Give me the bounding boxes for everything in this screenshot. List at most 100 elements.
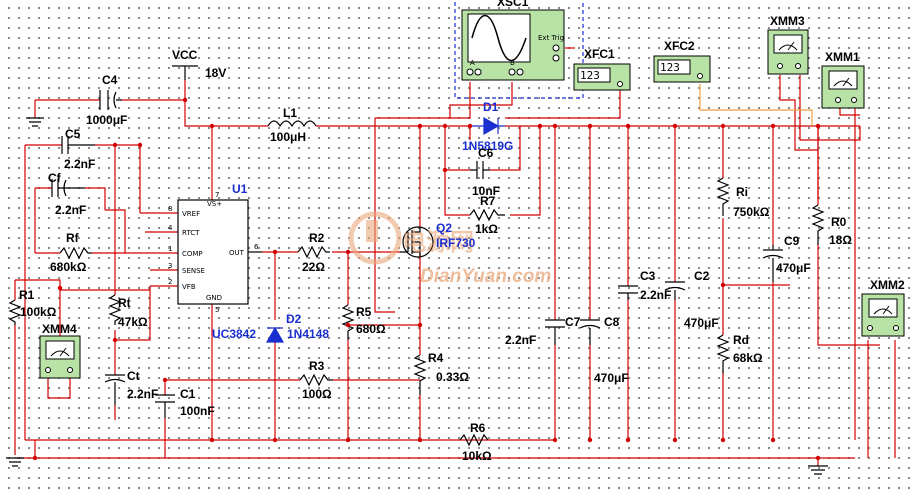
ct-symbol [104, 374, 126, 405]
xmm4-designator: XMM4 [42, 322, 77, 336]
ground-symbol-bottom [808, 465, 828, 475]
ic-pinnum-vfb: 2 [168, 278, 172, 286]
oscilloscope-xsc1[interactable]: Ext Trig A B XSC1 [454, 0, 584, 99]
labels: VCC 18V C4 1000μF L1 100μH D1 1N5819G C6… [19, 48, 852, 463]
ic-u1[interactable]: VREF RTCT COMP SENSE VFB VS+ OUT GND 8 4… [168, 191, 262, 314]
cf-value: 2.2nF [55, 203, 86, 217]
q2-part: IRF730 [436, 236, 476, 250]
c8-symbol [579, 319, 601, 345]
c1-name: C1 [180, 387, 196, 401]
ic-pinnum-rtct: 4 [168, 224, 173, 232]
ic-designator: U1 [232, 182, 248, 196]
r0-symbol [811, 204, 825, 245]
r4-symbol [413, 354, 427, 395]
r0-value: 18Ω [829, 233, 852, 247]
c2-symbol [664, 281, 686, 300]
c6-symbol [470, 161, 490, 179]
wires [14, 47, 896, 466]
c5-name: C5 [65, 127, 81, 141]
r6-name: R6 [470, 421, 486, 435]
r2-name: R2 [309, 231, 325, 245]
c6-name: C6 [478, 146, 494, 160]
multimeter-xmm1[interactable]: XMM1 [821, 50, 865, 109]
ic-pinnum-comp: 1 [168, 245, 172, 253]
rf-symbol [59, 246, 92, 260]
xfc1-display: 123 [580, 69, 600, 82]
ic-pinnum-gnd: 5 [215, 306, 219, 314]
ic-pin-sense: SENSE [182, 267, 205, 275]
r5-value: 680Ω [356, 322, 386, 336]
orange-wire [699, 84, 813, 126]
c4-name: C4 [102, 73, 118, 87]
cf-name: Cf [48, 171, 62, 185]
d2-symbol [265, 326, 285, 343]
ct-value: 2.2nF [127, 387, 158, 401]
ic-pin-gnd: GND [206, 294, 222, 302]
r5-symbol [341, 304, 355, 340]
q2-name: Q2 [436, 221, 452, 235]
ic-pin-vs: VS+ [207, 200, 222, 208]
c2-value: 470μF [684, 316, 719, 330]
r4-name: R4 [428, 351, 444, 365]
xfc1-designator: XFC1 [584, 47, 615, 61]
xmm3-designator: XMM3 [770, 14, 805, 28]
r6-value: 10kΩ [462, 449, 492, 463]
watermark-cn: 电源网 [402, 228, 474, 256]
ri-value: 750kΩ [733, 205, 770, 219]
rd-value: 68kΩ [733, 351, 763, 365]
ic-part: UC3842 [212, 327, 256, 341]
cf-symbol [51, 179, 85, 197]
l1-symbol [267, 120, 317, 128]
vcc-symbol [172, 65, 198, 80]
multimeter-xmm4[interactable]: XMM4 [39, 322, 81, 379]
l1-name: L1 [283, 106, 297, 120]
r7-symbol [469, 208, 505, 222]
c5-symbol [61, 136, 95, 154]
xmm2-designator: XMM2 [870, 278, 905, 292]
ic-pin-comp: COMP [182, 250, 203, 258]
c3-symbol [618, 285, 638, 300]
r5-name: R5 [356, 305, 372, 319]
ct-name: Ct [127, 369, 140, 383]
c7-value: 2.2nF [505, 333, 536, 347]
c2-name: C2 [694, 269, 710, 283]
rt-symbol [108, 294, 122, 325]
scope-ext-trig-label: Ext Trig [538, 34, 564, 42]
scope-channel-a-label: A [470, 59, 475, 67]
frequency-counter-xfc2[interactable]: 123 XFC2 [653, 39, 711, 83]
d1-part: 1N5819G [462, 139, 513, 153]
d2-name: D2 [286, 312, 302, 326]
r1-value: 100kΩ [20, 305, 57, 319]
r0-name: R0 [831, 215, 847, 229]
d2-part: 1N4148 [287, 327, 329, 341]
q2-body [402, 226, 434, 258]
vcc-net-label: VCC [172, 48, 198, 62]
c9-value: 470μF [776, 261, 811, 275]
multimeter-xmm3[interactable]: XMM3 [767, 14, 809, 75]
xfc2-display: 123 [660, 61, 680, 74]
rd-symbol [716, 334, 730, 373]
multimeter-xmm2[interactable]: XMM2 [861, 278, 905, 337]
c8-name: C8 [604, 315, 620, 329]
ri-name: Ri [736, 185, 748, 199]
c8-value: 470μF [594, 371, 629, 385]
watermark-en: DianYuan.com [420, 266, 551, 287]
rf-value: 680kΩ [50, 260, 87, 274]
c1-symbol [155, 394, 175, 418]
rf-name: Rf [66, 231, 80, 245]
ic-pin-vfb: VFB [182, 283, 196, 291]
c5-value: 2.2nF [64, 157, 95, 171]
r3-symbol [299, 373, 333, 387]
vcc-value: 18V [205, 66, 226, 80]
r1-name: R1 [19, 288, 35, 302]
frequency-counter-xfc1[interactable]: 123 XFC1 [573, 47, 631, 91]
r1-symbol [8, 299, 22, 325]
r2-value: 22Ω [302, 260, 325, 274]
c7-name: C7 [565, 315, 581, 329]
r4-value: 0.33Ω [436, 370, 469, 384]
r7-name: R7 [480, 194, 496, 208]
ic-pin-rtct: RTCT [182, 229, 200, 237]
c3-value: 2.2nF [640, 288, 671, 302]
xfc2-designator: XFC2 [664, 39, 695, 53]
